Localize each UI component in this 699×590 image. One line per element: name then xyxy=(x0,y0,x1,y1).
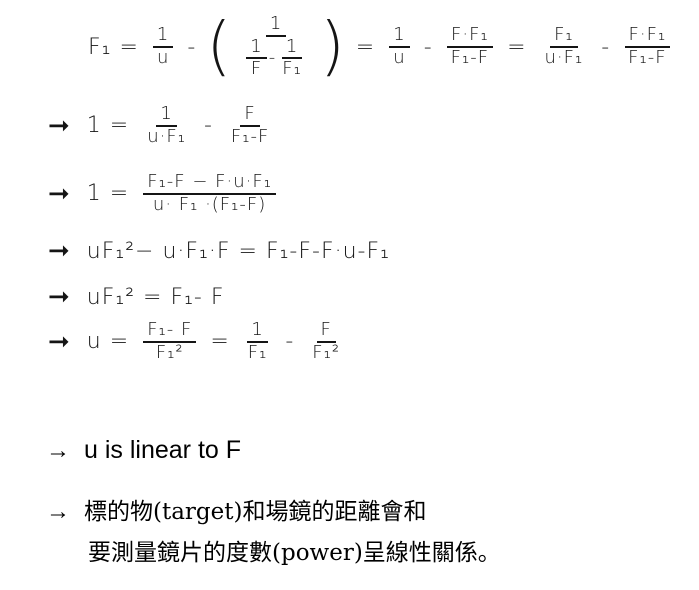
fraction-1-over-F1: 1 F₁ xyxy=(281,35,303,80)
arrow-icon: ➞ xyxy=(48,110,71,141)
fraction-ff1-over-f1-f: F·F₁ F₁-F xyxy=(447,25,493,68)
fraction: 1 u·F₁ xyxy=(147,103,186,147)
fraction-f1-over-uf1: F₁ u·F₁ xyxy=(544,24,584,69)
equals-sign: = xyxy=(355,34,376,60)
fraction: F₁- F F₁² xyxy=(143,319,197,363)
fraction: F F₁-F xyxy=(230,103,270,147)
note-text-1: 標的物(target)和場鏡的距離會和 xyxy=(84,498,427,525)
fraction: F₁-F − F·u·F₁ u· F₁ ·(F₁-F) xyxy=(143,171,276,215)
arrow-icon: ➞ xyxy=(48,178,71,209)
minus-sign: - xyxy=(187,34,197,60)
minus-sign: - xyxy=(423,34,433,60)
note-text-2: 要測量鏡片的度數(power)呈線性關係。 xyxy=(88,540,501,566)
lhs-f1: F₁ xyxy=(88,34,112,60)
derivation-step-1: ➞ 1 = 1 u·F₁ - F F₁-F xyxy=(48,103,279,147)
fraction: F F₁² xyxy=(312,319,341,363)
derivation-step-3: ➞ uF₁²− u·F₁·F = F₁-F-F·u-F₁ xyxy=(48,236,390,266)
close-paren: ) xyxy=(319,10,346,85)
arrow-icon: → xyxy=(46,436,70,464)
fraction-1-over-u: 1 u xyxy=(152,25,174,68)
derivation-step-2: ➞ 1 = F₁-F − F·u·F₁ u· F₁ ·(F₁-F) xyxy=(48,171,282,215)
derivation-step-5: ➞ u = F₁- F F₁² = 1 F₁ - F F₁² xyxy=(48,319,350,363)
equals-sign: = xyxy=(507,34,527,60)
fraction-1-over-u: 1 u xyxy=(389,25,410,68)
conclusion-text: u is linear to F xyxy=(84,436,242,464)
nested-fraction: 1 1 F - 1 F₁ xyxy=(240,13,312,80)
arrow-icon: ➞ xyxy=(48,236,71,266)
arrow-icon: → xyxy=(46,498,70,525)
derivation-step-4: ➞ uF₁² = F₁- F xyxy=(48,282,225,312)
note-line-1: → 標的物(target)和場鏡的距離會和 xyxy=(46,500,426,524)
fraction-ff1-over-f1-f: F·F₁ F₁-F xyxy=(624,25,671,68)
equals-sign: = xyxy=(119,34,139,60)
arrow-icon: ➞ xyxy=(48,282,71,312)
fraction-1-over-F: 1 F xyxy=(246,36,267,80)
note-line-2: 要測量鏡片的度數(power)呈線性關係。 xyxy=(88,542,501,565)
open-paren: ( xyxy=(206,10,233,85)
minus-sign: - xyxy=(601,34,611,60)
conclusion-line: → u is linear to F xyxy=(46,436,241,465)
arrow-icon: ➞ xyxy=(48,326,71,357)
fraction: 1 F₁ xyxy=(247,319,268,363)
equation-line-1: F₁ = 1 u - ( 1 1 F - 1 F₁ ) = 1 u - F·F₁… xyxy=(88,10,677,85)
